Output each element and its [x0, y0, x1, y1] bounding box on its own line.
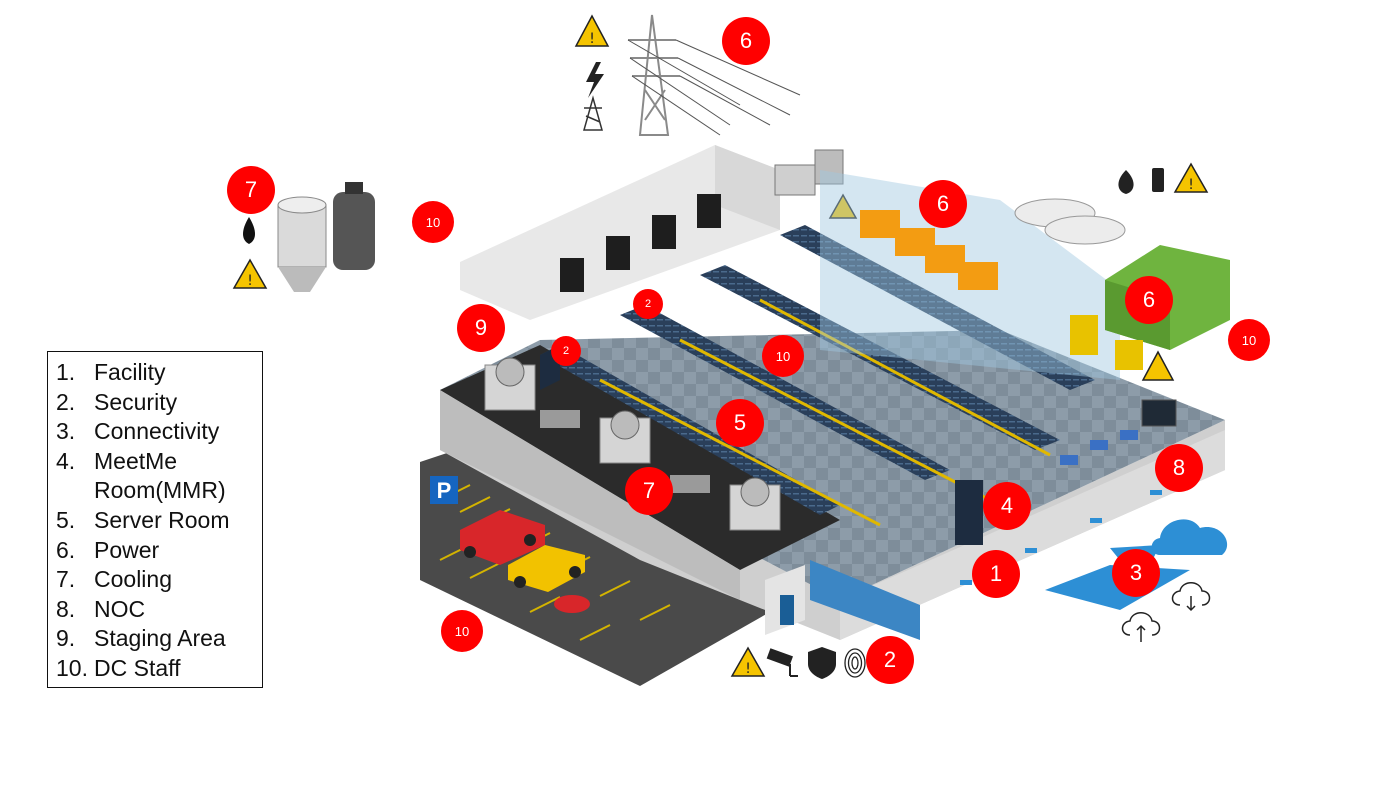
cooling-tanks [277, 182, 375, 292]
power-warning-icon-2 [1141, 350, 1175, 381]
rooftop-cooling-units [484, 357, 781, 531]
badge-noc: 8 [1155, 444, 1203, 492]
parking-sign-icon [430, 476, 458, 504]
power-warning-icon-1 [828, 193, 858, 219]
fuel-tanks [1014, 198, 1126, 245]
mmr-rack [955, 480, 983, 545]
legend-item: 10.DC Staff [56, 654, 181, 681]
cloud-upload-icon [1121, 612, 1161, 642]
hazard-warning-icon: ! [1173, 162, 1209, 193]
cloud-icon [1151, 519, 1228, 555]
parking-sign-label: P [437, 478, 452, 503]
cctv-camera-icon [766, 648, 798, 677]
legend-item: 7.Cooling [56, 566, 172, 593]
svg-text:!: ! [589, 31, 595, 47]
small-tower-icon [583, 95, 603, 131]
badge-staging-area: 9 [457, 304, 505, 352]
legend-item: 1.Facility [56, 359, 166, 385]
legend-item: 3.Connectivity [56, 418, 220, 445]
badge-security-camera-a: 2 [633, 289, 663, 319]
badge-mmr: 4 [983, 482, 1031, 530]
legend-list: 1.Facility 2.Security 3.Connectivity 4.M… [56, 358, 262, 684]
badge-staff-server: 10 [762, 335, 804, 377]
legend-item: 5.Server Room [56, 506, 230, 533]
yellow-van [508, 545, 585, 592]
cloud-download-icon [1171, 582, 1211, 612]
water-drop-icon [243, 217, 255, 244]
svg-text:!: ! [247, 273, 253, 289]
badge-staff-tanks: 10 [412, 201, 454, 243]
badge-server-room: 5 [716, 399, 764, 447]
badge-cooling-roof: 7 [625, 467, 673, 515]
svg-text:!: ! [1188, 177, 1194, 193]
noc-room [1060, 399, 1177, 465]
security-warning-icon: ! [730, 646, 766, 677]
legend-item: 9.Staging Area [56, 625, 226, 652]
badge-security-camera-b: 2 [551, 336, 581, 366]
chiller-unit-3 [729, 477, 781, 531]
chiller-unit-2 [599, 410, 651, 464]
legend-box: 1.Facility 2.Security 3.Connectivity 4.M… [47, 351, 263, 688]
legend-item: 2.Security [56, 388, 178, 415]
fire-extinguisher-icon [1152, 168, 1164, 192]
legend-item: 8.NOC [56, 595, 146, 622]
shield-icon [808, 647, 836, 679]
lightning-icon [586, 62, 604, 98]
badge-power-grid: 6 [722, 17, 770, 65]
legend-item: 6.Power [56, 536, 160, 563]
cooling-warning-icon: ! [232, 258, 268, 289]
badge-facility: 1 [972, 550, 1020, 598]
badge-cooling-tanks: 7 [227, 166, 275, 214]
badge-staff-power: 10 [1228, 319, 1270, 361]
svg-text:!: ! [745, 661, 751, 677]
badge-power-generators: 6 [919, 180, 967, 228]
badge-connectivity: 3 [1112, 549, 1160, 597]
generator-room [820, 170, 1120, 380]
legend-item: 4.MeetMe Room(MMR) [56, 447, 226, 504]
server-racks [540, 225, 1095, 545]
chiller-unit-1 [484, 357, 536, 411]
badge-staff-parking: 10 [441, 610, 483, 652]
badge-power-containers: 6 [1125, 276, 1173, 324]
fire-icon [1118, 170, 1134, 194]
transformer [774, 149, 844, 196]
grid-warning-icon: ! [574, 14, 610, 47]
fingerprint-icon [844, 648, 866, 678]
red-cart [554, 595, 590, 613]
power-transmission-tower [627, 14, 801, 136]
badge-security: 2 [866, 636, 914, 684]
red-pickup-truck [460, 510, 545, 565]
